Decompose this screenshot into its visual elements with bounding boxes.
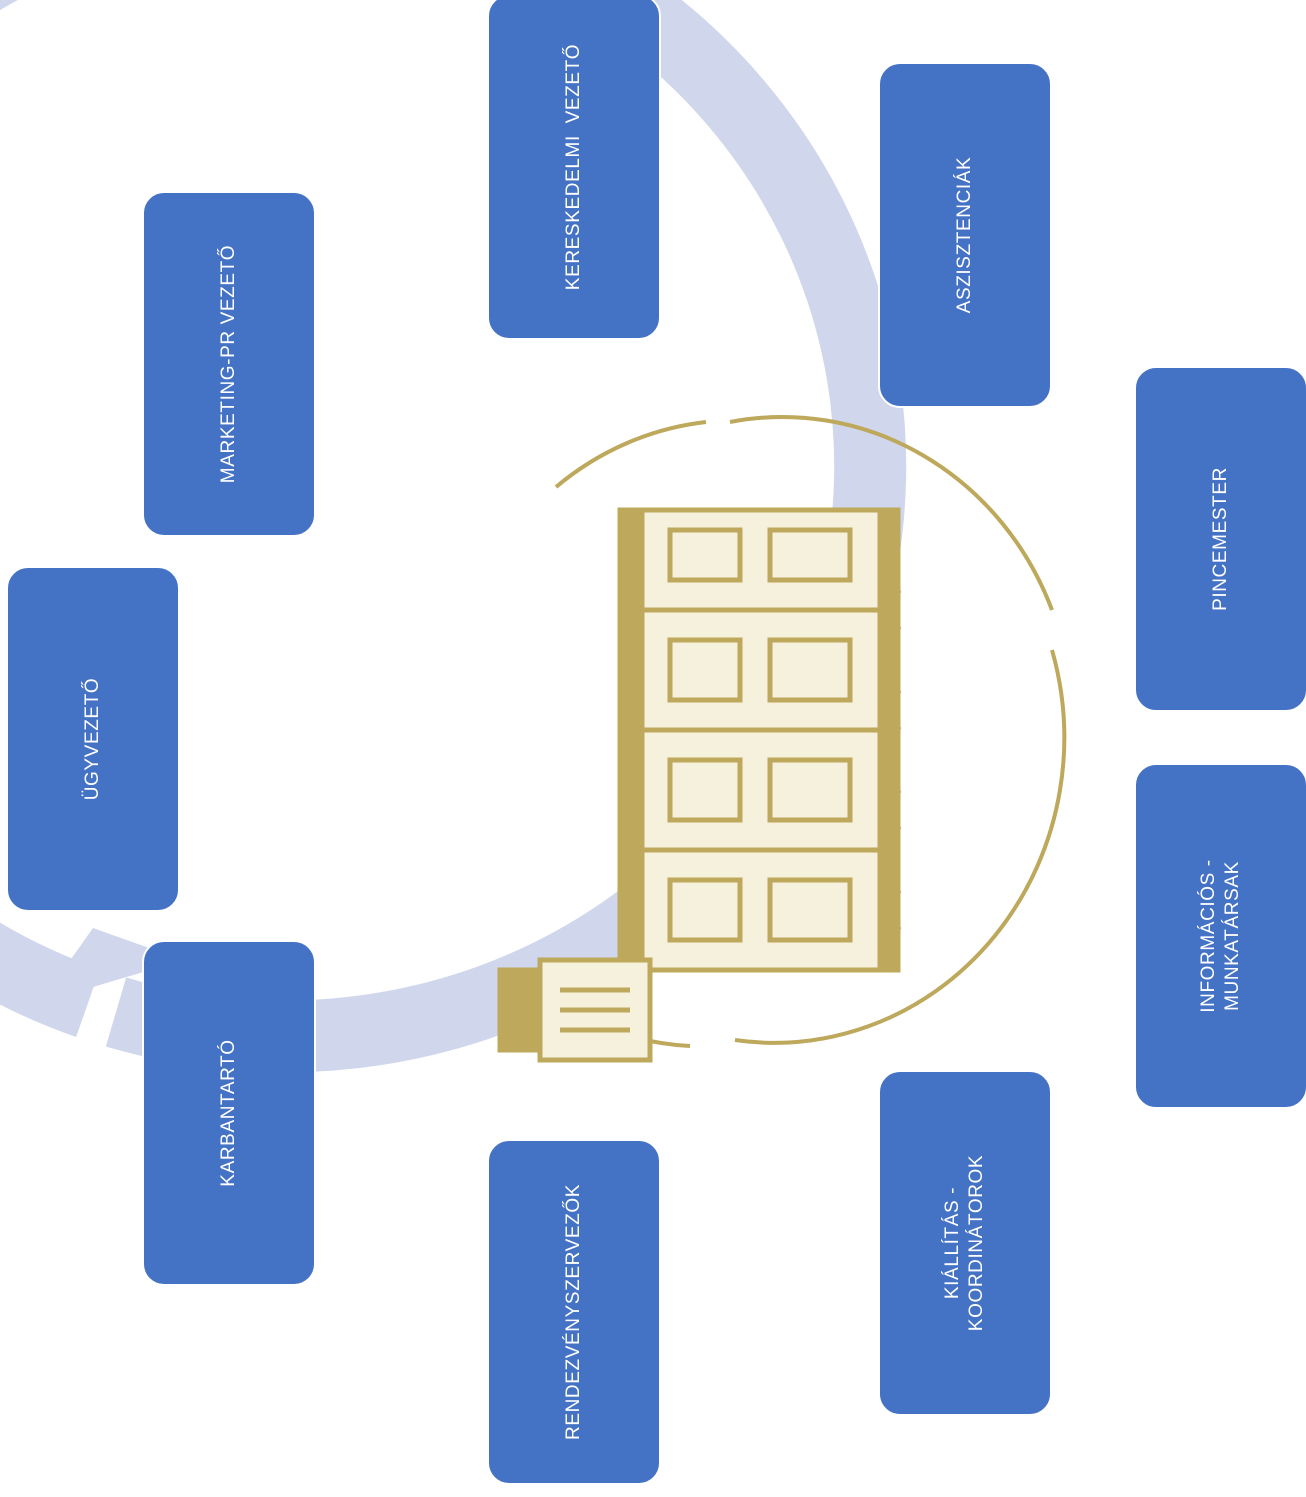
node-label: KIÁLLÍTÁS - KOORDINÁTOROK [942,1154,987,1332]
node-asszisztenciak: ASZISZTENCIÁK [878,62,1052,408]
cycle-arrow-head [40,928,183,1003]
node-marketing-pr-vezeto: MARKETING-PR VEZETŐ [142,191,316,537]
node-pincemester: PINCEMESTER [1134,366,1306,712]
node-kereskedelmi-vezeto: KERESKEDELMI VEZETŐ [487,0,661,340]
node-karbantarto: KARBANTARTÓ [142,940,316,1286]
node-label: RENDEZVÉNYSZERVEZŐK [563,1184,584,1440]
node-label: KARBANTARTÓ [218,1039,239,1187]
node-label: ASZISZTENCIÁK [954,156,975,314]
node-label: MARKETING-PR VEZETŐ [218,244,239,484]
node-label: KERESKEDELMI VEZETŐ [563,43,584,291]
building-engraving-emblem [497,415,1067,1063]
node-kiallitas-koordinatorok: KIÁLLÍTÁS - KOORDINÁTOROK [878,1070,1052,1416]
node-label: ÜGYVEZETŐ [82,677,103,801]
node-rendezvenyszervezok: RENDEZVÉNYSZERVEZŐK [487,1139,661,1485]
node-informacios-munkatarsak: INFORMÁCIÓS - MUNKATÁRSAK [1134,763,1306,1109]
node-label: INFORMÁCIÓS - MUNKATÁRSAK [1198,859,1243,1013]
node-label: PINCEMESTER [1210,467,1231,611]
node-ugyvezeto: ÜGYVEZETŐ [6,566,180,912]
